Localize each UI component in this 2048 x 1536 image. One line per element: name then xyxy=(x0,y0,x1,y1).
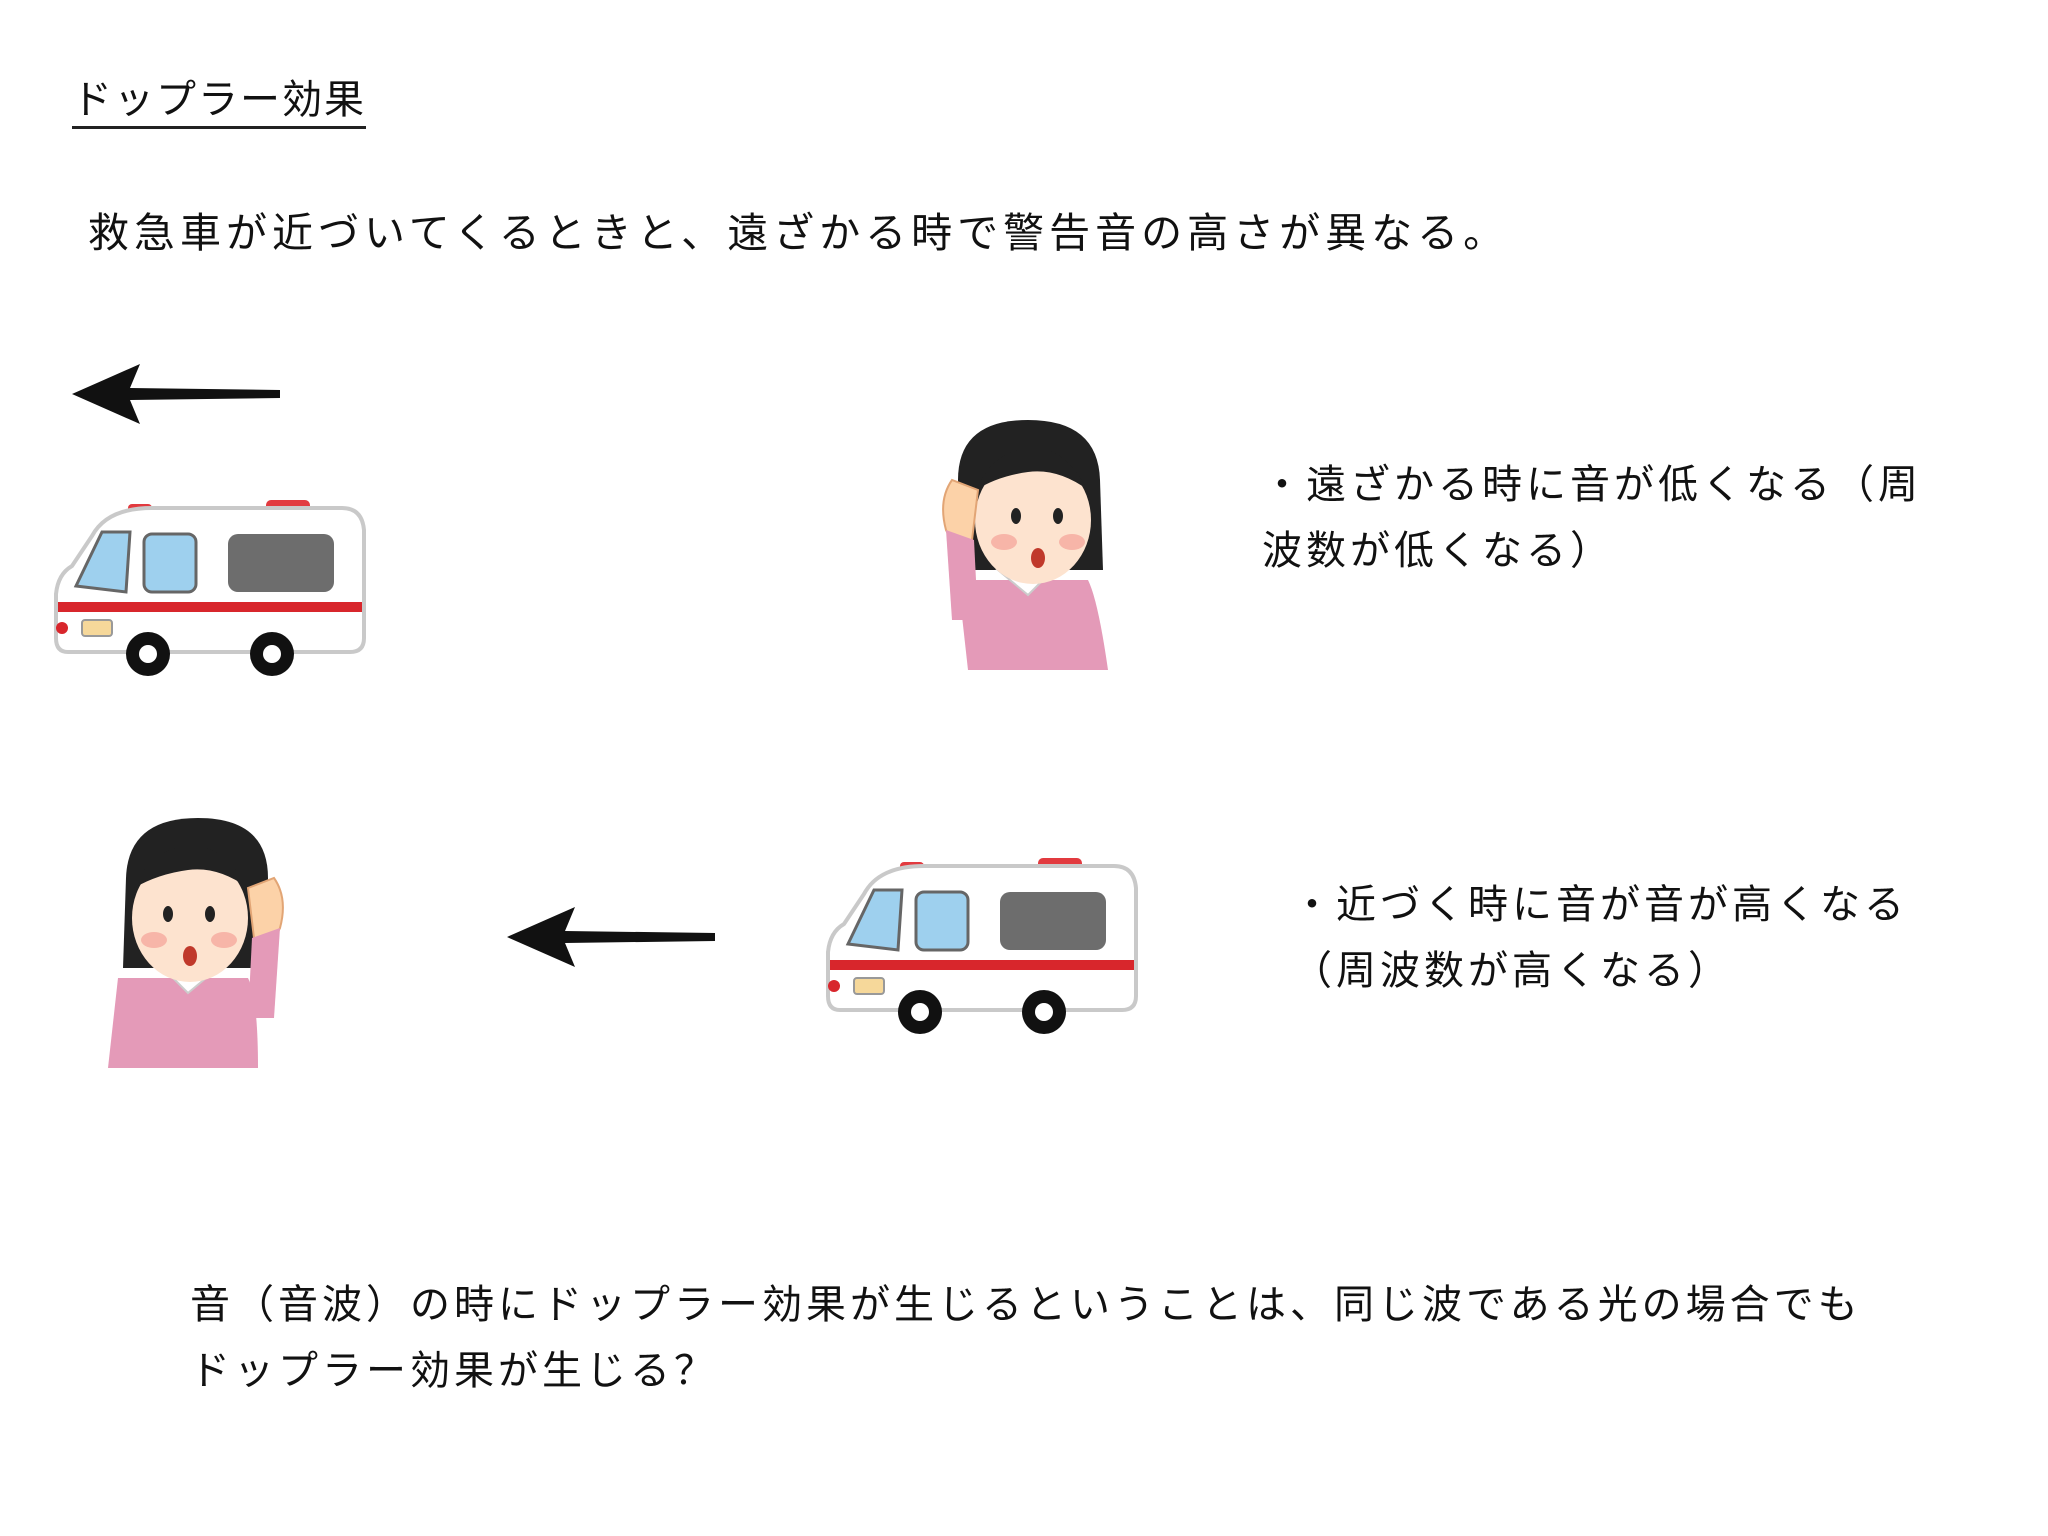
listening-woman-icon xyxy=(108,818,284,1068)
ambulance-icon xyxy=(54,500,366,676)
left-arrow-icon xyxy=(72,364,280,424)
note-approaching: ・近づく時に音が音が高くなる（周波数が高くなる） xyxy=(1292,882,1908,994)
left-arrow-icon xyxy=(507,907,715,967)
note-receding: ・遠ざかる時に音が低くなる（周波数が低くなる） xyxy=(1262,462,1922,574)
page-subtitle: 救急車が近づいてくるときと、遠ざかる時で警告音の高さが異なる。 xyxy=(88,209,1510,257)
page-title: ドップラー効果 xyxy=(72,76,366,129)
question-text: 音（音波）の時にドップラー効果が生じるということは、同じ波である光の場合でもドッ… xyxy=(190,1282,1862,1394)
ambulance-icon xyxy=(826,858,1138,1034)
listening-woman-icon xyxy=(942,420,1108,670)
